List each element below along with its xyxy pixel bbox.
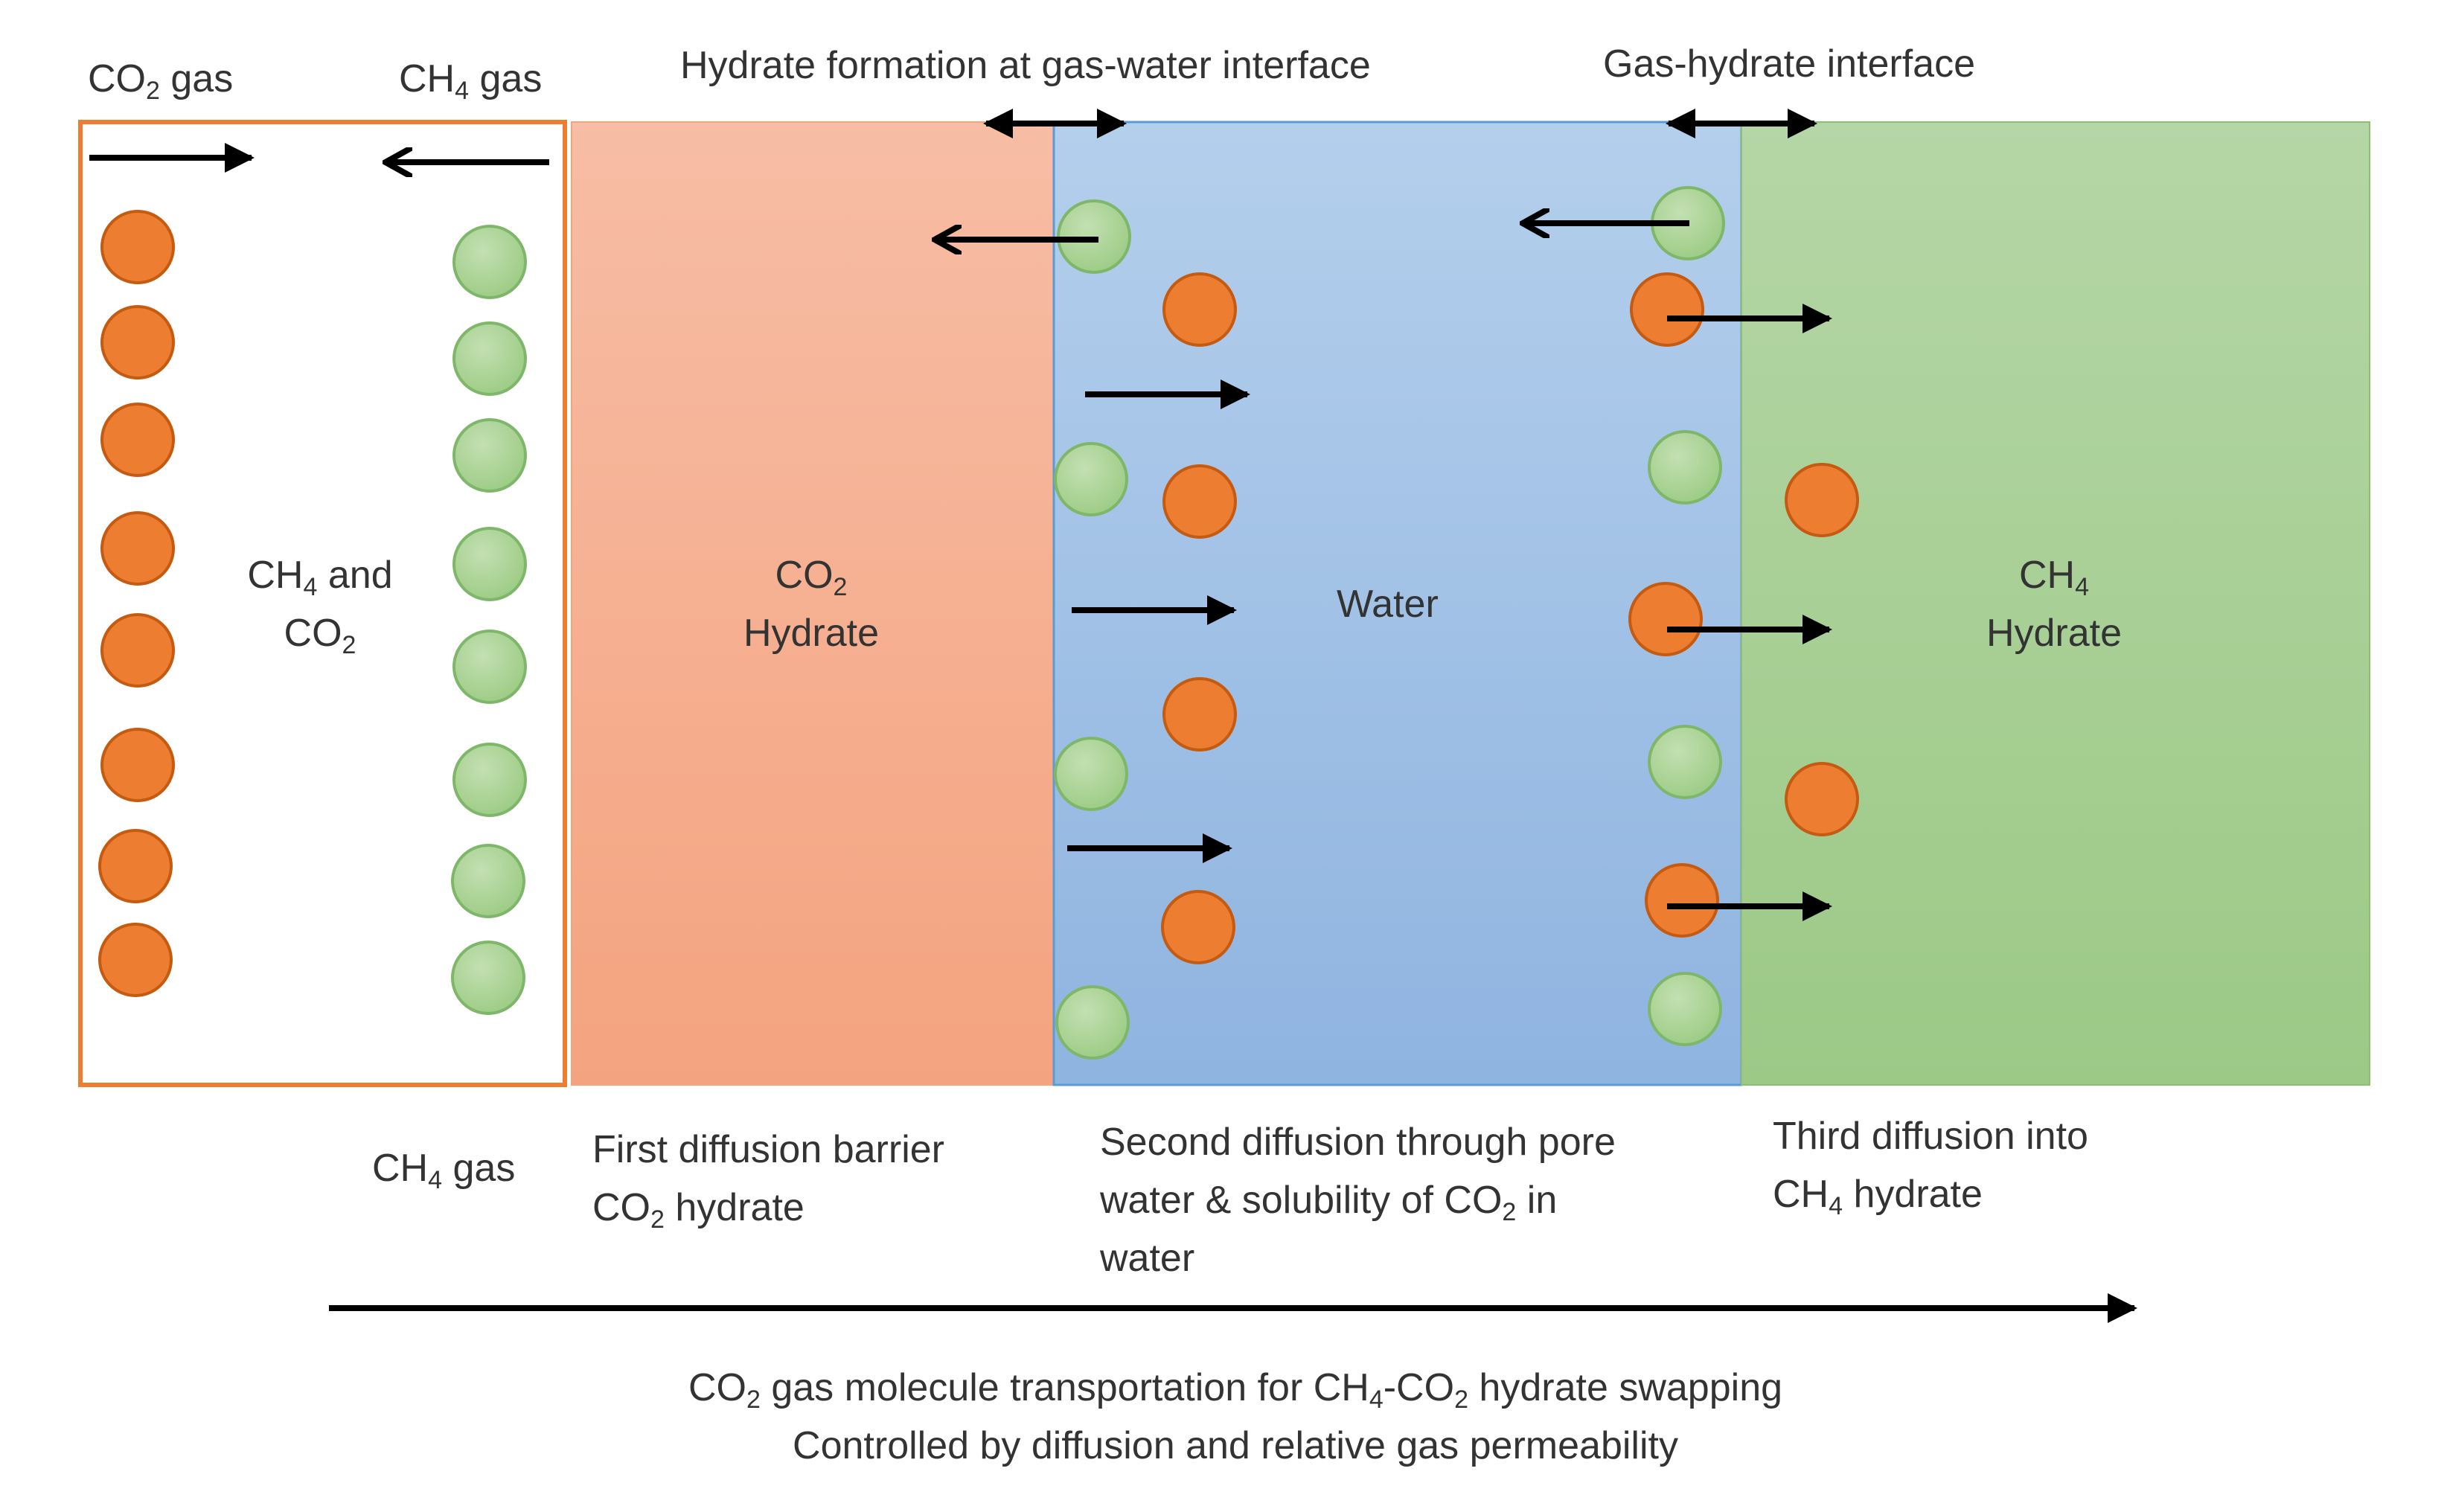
first-diffusion-label: First diffusion barrier CO2 hydrate	[592, 1121, 944, 1237]
co2-molecule	[98, 829, 173, 903]
co2-hydrate-label-line2: Hydrate	[743, 612, 880, 655]
caption-line1: CO2 gas molecule transportation for CH4-…	[688, 1366, 1783, 1414]
co2-gas-label: CO2 gas	[88, 57, 234, 103]
ch4-molecule	[452, 527, 527, 601]
third-diffusion-line1: Third diffusion into	[1773, 1115, 2088, 1158]
co2-molecule	[100, 305, 175, 379]
co2-molecule	[100, 613, 175, 688]
co2-molecule	[1162, 677, 1237, 752]
second-diffusion-line1: Second diffusion through pore	[1100, 1121, 1616, 1164]
diagram-caption: CO2 gas molecule transportation for CH4-…	[342, 1359, 2128, 1475]
mixture-label-line2: CO2	[284, 612, 356, 659]
co2-hydrate-region	[571, 121, 1055, 1086]
subscript: 2	[146, 77, 160, 105]
second-diffusion-label: Second diffusion through pore water & so…	[1100, 1113, 1616, 1287]
first-diffusion-line2: CO2 hydrate	[592, 1186, 805, 1234]
water-co2-molecules	[1161, 272, 1237, 964]
ch4-molecule	[452, 321, 527, 396]
co2-molecule	[1628, 582, 1703, 656]
gas-hydrate-interface-label: Gas-hydrate interface	[1603, 42, 1976, 86]
co2-hydrate-label: CO2 Hydrate	[700, 546, 923, 662]
ch4-hydrate-co2-molecules	[1785, 463, 1859, 836]
ch4-hydrate-label: CH4 Hydrate	[1942, 546, 2166, 662]
subscript: 4	[455, 77, 470, 105]
water-right-co2-molecules	[1628, 272, 1719, 938]
ch4-molecule	[1055, 985, 1130, 1060]
ch4-molecule	[1054, 737, 1128, 811]
ch4-gas-top-label: CH4 gas	[399, 57, 543, 103]
ch4-molecule	[1648, 430, 1722, 504]
co2-molecule	[98, 923, 173, 997]
third-diffusion-line2: CH4 hydrate	[1773, 1173, 1983, 1220]
water-left-ch4-molecules	[1054, 199, 1131, 1060]
ch4-molecule	[1054, 442, 1128, 516]
mixture-label-line1: CH4 and	[247, 554, 393, 601]
co2-molecule	[100, 728, 175, 802]
ch4-molecule	[452, 743, 527, 817]
ch4-molecule	[1648, 725, 1722, 799]
ch4-molecule	[452, 225, 527, 299]
water-label: Water	[1337, 583, 1439, 626]
second-diffusion-line2: water & solubility of CO2 in	[1100, 1179, 1558, 1226]
co2-molecule	[1645, 863, 1719, 938]
ch4-hydrate-label-line2: Hydrate	[1986, 612, 2123, 655]
gas-box-ch4-molecules	[451, 225, 527, 1015]
hydrate-formation-label: Hydrate formation at gas-water interface	[680, 44, 1371, 87]
ch4-molecule	[451, 941, 525, 1015]
gas-box-co2-molecules	[98, 210, 175, 997]
ch4-hydrate-region	[1741, 121, 2370, 1086]
co2-molecule	[1162, 464, 1237, 539]
second-diffusion-line3: water	[1100, 1237, 1195, 1280]
co2-molecule	[100, 511, 175, 586]
co2-molecule	[1162, 272, 1237, 347]
ch4-molecule	[451, 844, 525, 918]
mixture-label: CH4 and CO2	[223, 546, 417, 662]
co2-molecule	[100, 210, 175, 284]
ch4-gas-bottom-suffix: gas	[442, 1147, 516, 1190]
co2-molecule	[100, 403, 175, 477]
co2-molecule	[1785, 762, 1859, 836]
first-diffusion-line1: First diffusion barrier	[592, 1128, 944, 1171]
ch4-gas-label-suffix: gas	[469, 57, 543, 100]
co2-gas-label-suffix: gas	[159, 57, 234, 100]
co2-gas-label-text: CO	[88, 57, 146, 100]
ch4-molecule	[452, 418, 527, 493]
caption-line2: Controlled by diffusion and relative gas…	[793, 1424, 1678, 1467]
ch4-gas-bottom-label: CH4 gas	[372, 1147, 516, 1193]
co2-molecule	[1161, 890, 1235, 964]
third-diffusion-label: Third diffusion into CH4 hydrate	[1773, 1107, 2088, 1223]
ch4-molecule	[452, 630, 527, 704]
co2-molecule	[1785, 463, 1859, 537]
co2-hydrate-label-line1: CO2	[775, 554, 848, 601]
ch4-molecule	[1648, 972, 1722, 1046]
subscript: 4	[428, 1166, 443, 1194]
ch4-gas-label-text: CH	[399, 57, 455, 100]
co2-molecule	[1630, 272, 1704, 347]
ch4-gas-bottom-text: CH	[372, 1147, 429, 1190]
ch4-hydrate-label-line1: CH4	[2018, 554, 2090, 601]
